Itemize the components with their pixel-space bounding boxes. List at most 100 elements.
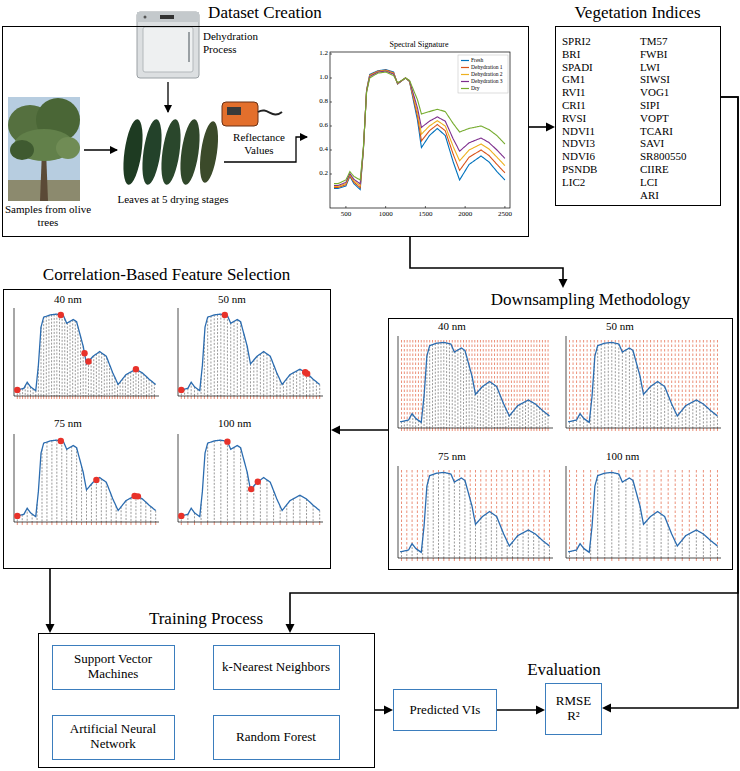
sample-tick: [407, 428, 408, 431]
sample-tick: [668, 428, 669, 431]
box-title: Dataset Creation: [3, 3, 527, 23]
box-label: Predicted VIs: [394, 690, 496, 730]
sample-line: [319, 385, 320, 396]
sample-tick: [154, 396, 155, 399]
sample-tick: [438, 558, 439, 561]
sample-line: [463, 349, 464, 428]
index-name: CIIRE: [640, 163, 718, 175]
sample-tick: [608, 428, 609, 431]
sample-tick: [22, 396, 23, 399]
sample-line: [675, 470, 676, 542]
sample-line: [636, 363, 637, 428]
oven-display: [160, 15, 174, 19]
sample-line: [654, 514, 655, 558]
sample-tick: [433, 558, 434, 561]
sample-line: [429, 346, 430, 428]
sample-tick: [525, 428, 526, 431]
sample-line: [639, 470, 640, 506]
sample-line: [22, 389, 23, 396]
sample-line: [191, 382, 192, 396]
sample-tick: [214, 396, 215, 399]
sample-tick: [412, 558, 413, 561]
sample-line: [692, 402, 693, 428]
sample-tick: [17, 396, 18, 399]
sample-line: [71, 446, 72, 522]
sample-line: [622, 352, 623, 428]
sample-line: [703, 340, 704, 404]
box-title: Evaluation: [509, 660, 619, 680]
sample-line: [544, 470, 545, 542]
sample-tick: [194, 522, 195, 525]
index-name: SR800550: [640, 150, 718, 162]
sample-line: [501, 470, 502, 530]
sample-line: [126, 501, 127, 522]
sample-line: [207, 317, 208, 396]
sample-tick: [266, 396, 267, 399]
sample-tick: [590, 428, 591, 431]
spectrum-line: [568, 342, 717, 422]
sample-line: [576, 340, 577, 420]
sample-tick: [418, 428, 419, 431]
sample-tick: [475, 558, 476, 561]
sample-line: [464, 480, 465, 558]
plot-label: 75 nm: [54, 417, 114, 430]
sample-tick: [647, 428, 648, 431]
sample-tick: [692, 428, 693, 431]
sample-line: [187, 514, 188, 522]
connector-line: [611, 97, 738, 708]
sample-tick: [220, 396, 221, 399]
sample-line: [59, 315, 60, 396]
sample-tick: [449, 558, 450, 561]
axis-tick: 0.6: [306, 122, 328, 129]
sample-line: [247, 472, 248, 522]
sample-line: [597, 470, 598, 476]
sample-tick: [505, 428, 506, 431]
sample-tick: [661, 558, 662, 561]
leaf: [177, 118, 203, 186]
sample-tick: [293, 396, 294, 399]
sample-tick: [51, 522, 52, 525]
chart-title: Spectral Signature: [369, 40, 469, 49]
sample-line: [319, 511, 320, 522]
sample-tick: [280, 522, 281, 525]
sample-line: [217, 315, 218, 397]
sample-line: [293, 499, 294, 522]
sample-line: [54, 314, 55, 396]
sample-tick: [96, 522, 97, 525]
sample-tick: [51, 396, 52, 399]
sample-line: [91, 359, 92, 397]
sample-line: [67, 323, 68, 396]
index-name: VOG1: [640, 86, 718, 98]
sample-line: [671, 340, 672, 404]
sample-line: [629, 340, 630, 348]
sample-line: [207, 443, 208, 522]
plot-label: 40 nm: [54, 293, 114, 306]
sample-line: [611, 342, 612, 428]
sample-line: [452, 347, 453, 428]
sample-line: [491, 513, 492, 558]
sample-line: [46, 316, 47, 396]
sample-line: [531, 402, 532, 428]
sample-line: [699, 402, 700, 428]
sample-line: [466, 356, 467, 428]
axis-tick: 500: [331, 211, 361, 218]
sample-line: [454, 482, 455, 558]
selected-feature: [178, 387, 184, 393]
sample-tick: [706, 428, 707, 431]
sample-tick: [76, 522, 77, 525]
sample-line: [685, 406, 686, 428]
sample-tick: [435, 428, 436, 431]
sample-tick: [247, 522, 248, 525]
sample-line: [486, 340, 487, 384]
sample-tick: [528, 428, 529, 431]
sample-line: [313, 379, 314, 396]
sample-line: [463, 340, 464, 349]
sample-line: [56, 440, 57, 522]
index-name: TM57: [640, 35, 718, 47]
plot-axes: [178, 308, 323, 396]
sample-tick: [121, 522, 122, 525]
sample-line: [141, 372, 142, 396]
sample-line: [240, 448, 241, 522]
sample-line: [409, 340, 410, 417]
sample-line: [519, 404, 520, 428]
